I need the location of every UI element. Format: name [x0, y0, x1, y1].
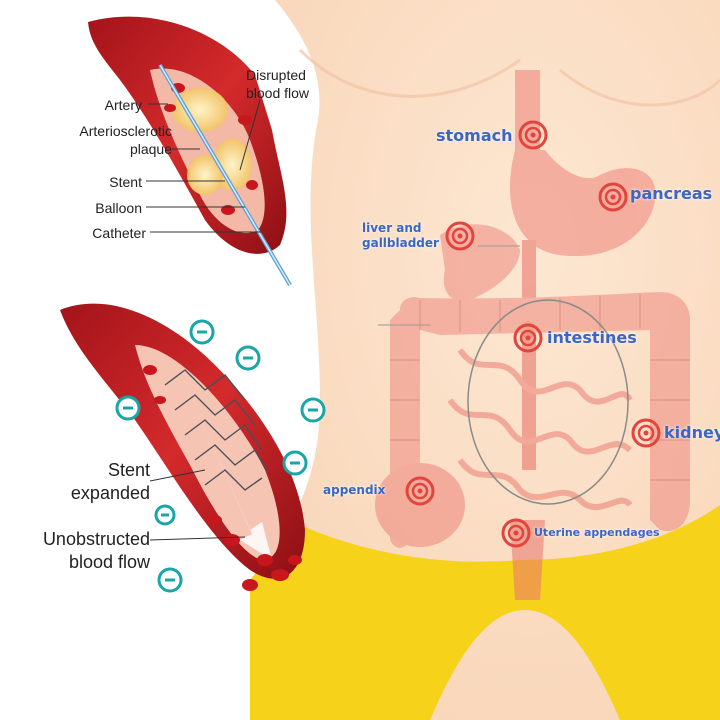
label-balloon: Balloon: [95, 200, 142, 216]
organ-label-pancreas: pancreas: [630, 184, 713, 203]
target-icon-liver: [445, 221, 475, 251]
target-icon-pancreas: [598, 182, 628, 212]
artery-before: [88, 16, 292, 287]
target-icon-appendix: [405, 476, 435, 506]
label-disrupted-blood-flow: Disrupted blood flow: [246, 67, 310, 101]
label-artery: Artery: [104, 97, 142, 113]
minus-circle-icon: [157, 567, 183, 593]
artery-after: [60, 303, 305, 591]
target-icon-uterine: [501, 518, 531, 548]
organ-label-intestines: intestines: [547, 328, 637, 347]
leader-lines-after: [149, 469, 246, 541]
label-catheter: Catheter: [92, 225, 146, 241]
organ-label-stomach: stomach: [436, 126, 513, 145]
organ-label-appendix: appendix: [323, 483, 386, 497]
organ-label-uterine-appendages: Uterine appendages: [534, 526, 660, 539]
minus-circle-icon: [235, 345, 261, 371]
underwear: [250, 505, 720, 720]
label-arteriosclerotic-plaque: Arteriosclerotic plaque: [79, 123, 172, 157]
abdominal-organs: [375, 70, 690, 600]
organ-label-liver-gallbladder: liver and gallbladder: [362, 221, 439, 250]
label-stent: Stent: [109, 174, 142, 190]
minus-circle-icon: [300, 397, 326, 423]
label-unobstructed-blood-flow: Unobstructed blood flow: [42, 529, 150, 572]
intestine-outline: [467, 299, 629, 505]
target-icon-kidney: [631, 418, 661, 448]
label-stent-expanded: Stent expanded: [70, 460, 150, 503]
minus-circle-icon: [282, 450, 308, 476]
minus-circle-icon: [154, 504, 176, 526]
minus-circle-icon: [115, 395, 141, 421]
minus-circle-icon: [189, 319, 215, 345]
organ-label-kidney: kidney: [664, 423, 720, 442]
leader-lines-before: [146, 99, 262, 233]
target-icon-stomach: [518, 120, 548, 150]
target-icon-intestines: [513, 323, 543, 353]
